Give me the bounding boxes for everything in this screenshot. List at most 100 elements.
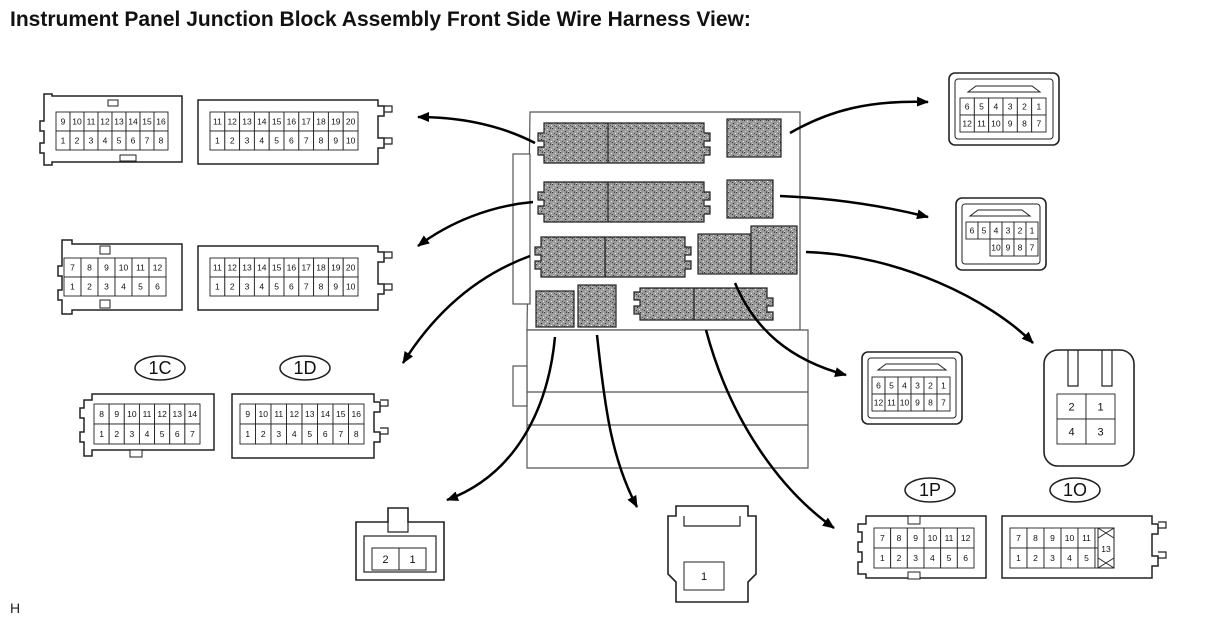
- pin-number: 5: [274, 136, 279, 146]
- pin-number: 5: [947, 553, 952, 563]
- pin-number: 2: [1033, 553, 1038, 563]
- pin-number: 6: [175, 429, 180, 439]
- pin-number: 3: [104, 282, 109, 292]
- pin-number: 1: [1097, 402, 1103, 414]
- socket-r4-b: [577, 284, 617, 328]
- pin-cell: [936, 393, 951, 412]
- pin-number: 10: [991, 243, 1001, 253]
- socket-row4: [633, 287, 774, 321]
- connector-1pin: 1: [667, 505, 757, 603]
- pin-number: 7: [1016, 533, 1021, 543]
- pin-number: 6: [131, 136, 136, 146]
- pin-number: 9: [333, 136, 338, 146]
- pin-cell: [398, 547, 427, 571]
- block-sockets: [534, 118, 798, 328]
- pin-number: 1: [215, 136, 220, 146]
- pin-number: 6: [155, 282, 160, 292]
- pin-number: 4: [930, 553, 935, 563]
- pin-number: 11: [977, 119, 986, 129]
- socket-r4-a: [535, 290, 575, 328]
- pin-number: 16: [287, 263, 297, 273]
- diagram-title: Instrument Panel Junction Block Assembly…: [10, 8, 751, 31]
- pin-number: 16: [156, 117, 166, 127]
- pin-number: 10: [119, 263, 129, 273]
- pin-number: 3: [1008, 102, 1013, 112]
- pin-number: 3: [129, 429, 134, 439]
- pin-number: 1: [215, 282, 220, 292]
- pin-number: 1: [245, 429, 250, 439]
- pin-cell: [683, 561, 725, 591]
- pin-number: 6: [876, 381, 881, 391]
- pin-number: 15: [336, 409, 346, 419]
- pin-number: 14: [321, 409, 331, 419]
- pin-number: 16: [287, 117, 297, 127]
- pin-number: 12: [100, 117, 110, 127]
- pin-number: 14: [257, 117, 267, 127]
- pin-13-cell: 13: [1097, 527, 1115, 569]
- pin-number: 1: [409, 554, 415, 566]
- pin-number: 1: [941, 381, 946, 391]
- pin-number: 9: [104, 263, 109, 273]
- pin-number: 8: [99, 409, 104, 419]
- pin-number: 13: [173, 409, 183, 419]
- pin-number: 3: [913, 553, 918, 563]
- socket-r2-small: [726, 179, 774, 219]
- pin-number: 11: [136, 263, 145, 273]
- pin-number: 1: [61, 136, 66, 146]
- pin-number: 12: [962, 119, 972, 129]
- pin-number: 3: [89, 136, 94, 146]
- socket-r3-b: [750, 225, 798, 275]
- pin-number: 13: [305, 409, 315, 419]
- pin-cell: [1056, 418, 1087, 445]
- pin-number: 8: [1022, 119, 1027, 129]
- pin-number: 3: [245, 282, 250, 292]
- pin-number: 7: [338, 429, 343, 439]
- pin-number: 1: [880, 553, 885, 563]
- label-1p: 1P: [919, 480, 941, 500]
- pin-number: 17: [301, 117, 311, 127]
- pin-number: 4: [994, 226, 999, 236]
- pin-number: 15: [142, 117, 152, 127]
- pin-number: 19: [331, 263, 341, 273]
- pin-number: 3: [915, 381, 920, 391]
- pin-number: 20: [346, 263, 356, 273]
- pin-number: 4: [259, 282, 264, 292]
- pin-number: 5: [117, 136, 122, 146]
- pin-cell: [1031, 114, 1047, 133]
- pin-number: 18: [316, 263, 326, 273]
- pin-number: 2: [382, 554, 388, 566]
- pin-number: 2: [87, 282, 92, 292]
- pin-number: 2: [1022, 102, 1027, 112]
- pin-number: 12: [157, 409, 167, 419]
- pin-cell: [342, 276, 359, 297]
- pin-number: 9: [333, 282, 338, 292]
- pin-number: 3: [245, 136, 250, 146]
- pin-number: 6: [965, 102, 970, 112]
- pin-number: 11: [1082, 533, 1091, 543]
- pin-number: 3: [1006, 226, 1011, 236]
- label-1o: 1O: [1063, 480, 1087, 500]
- pin-number: 7: [1030, 243, 1035, 253]
- pin-number: 4: [292, 429, 297, 439]
- pin-number: 4: [1067, 553, 1072, 563]
- pin-number: 9: [915, 398, 920, 408]
- pin-number: 14: [257, 263, 267, 273]
- pin-number: 7: [941, 398, 946, 408]
- pin-number: 12: [290, 409, 300, 419]
- pin-cell: [1025, 238, 1039, 257]
- pin-number: 2: [75, 136, 80, 146]
- pin-number: 12: [961, 533, 971, 543]
- pin-number: 12: [227, 263, 237, 273]
- pin-number: 9: [1050, 533, 1055, 543]
- socket-row2: [537, 181, 711, 223]
- pin-number: 8: [319, 282, 324, 292]
- pin-number: 10: [127, 409, 137, 419]
- pin-number: 2: [230, 282, 235, 292]
